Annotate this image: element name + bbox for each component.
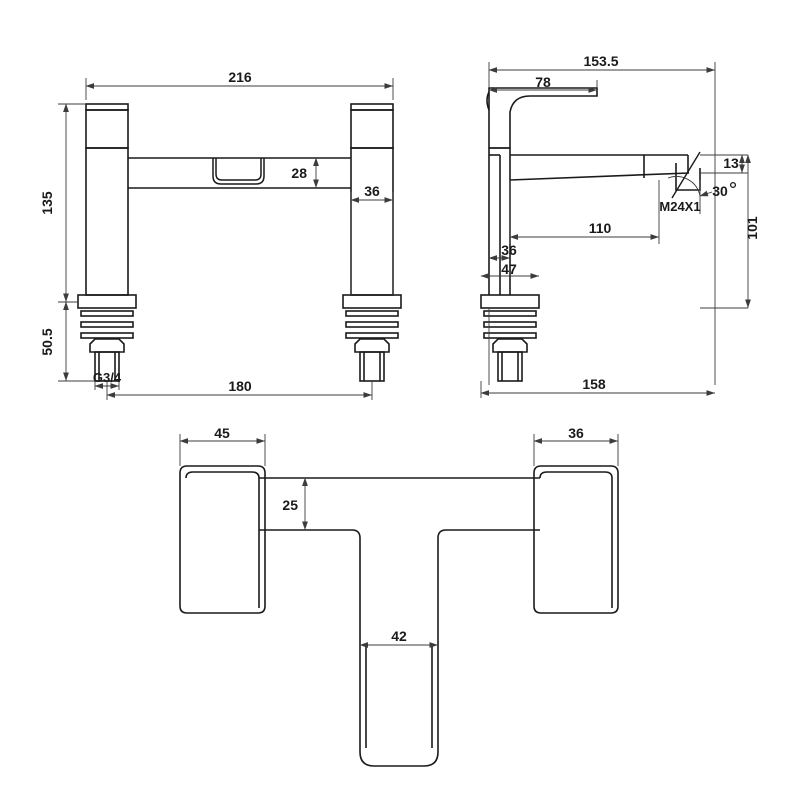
dimension-label-158: 158 bbox=[582, 376, 606, 392]
side-reference-frame bbox=[488, 62, 716, 385]
dimension-label-m24x1: M24X1 bbox=[659, 199, 700, 214]
dimension-label-36-front: 36 bbox=[364, 183, 380, 199]
dimension-label-216: 216 bbox=[228, 69, 252, 85]
dimension-label-50-5: 50.5 bbox=[39, 328, 55, 355]
dimension-label-47: 47 bbox=[501, 261, 517, 277]
dimension-label-30-degree-group: 30 bbox=[712, 181, 737, 199]
plan-left-handle bbox=[179, 465, 266, 614]
dimension-label-30: 30 bbox=[712, 183, 728, 199]
front-elevation-view: 216 135 50.5 28 36 G3/4 180 bbox=[39, 69, 402, 400]
dimension-label-36-plan: 36 bbox=[568, 425, 584, 441]
side-elevation-view: 153.5 78 13 30 M24X1 110 36 47 101 158 bbox=[480, 53, 760, 398]
dimension-label-180: 180 bbox=[228, 378, 252, 394]
dimension-label-45: 45 bbox=[214, 425, 230, 441]
degree-symbol-icon bbox=[729, 181, 737, 189]
plan-view: 45 36 25 42 bbox=[179, 425, 619, 767]
dimension-label-110: 110 bbox=[589, 220, 612, 236]
side-fixing-stack bbox=[483, 310, 537, 382]
dimension-label-78: 78 bbox=[535, 74, 551, 90]
dimension-label-13: 13 bbox=[723, 155, 739, 171]
side-body bbox=[480, 87, 598, 309]
dimension-label-25: 25 bbox=[282, 497, 298, 513]
plan-dimension-lines bbox=[179, 434, 619, 648]
front-spout-outlet bbox=[212, 158, 265, 185]
dimension-label-28: 28 bbox=[291, 165, 307, 181]
front-left-pillar bbox=[77, 103, 137, 309]
front-right-fixing-stack bbox=[345, 310, 399, 382]
front-dimension-lines bbox=[58, 78, 394, 400]
dimension-label-36-side: 36 bbox=[501, 242, 517, 258]
dimension-label-135: 135 bbox=[39, 191, 55, 215]
dimension-label-101: 101 bbox=[744, 216, 760, 240]
side-dimension-lines bbox=[480, 62, 751, 398]
plan-right-handle bbox=[533, 465, 619, 614]
front-left-fixing-stack bbox=[80, 310, 134, 382]
dimension-label-g34: G3/4 bbox=[93, 370, 122, 385]
dimension-label-42: 42 bbox=[391, 628, 407, 644]
dimension-label-153-5: 153.5 bbox=[583, 53, 618, 69]
